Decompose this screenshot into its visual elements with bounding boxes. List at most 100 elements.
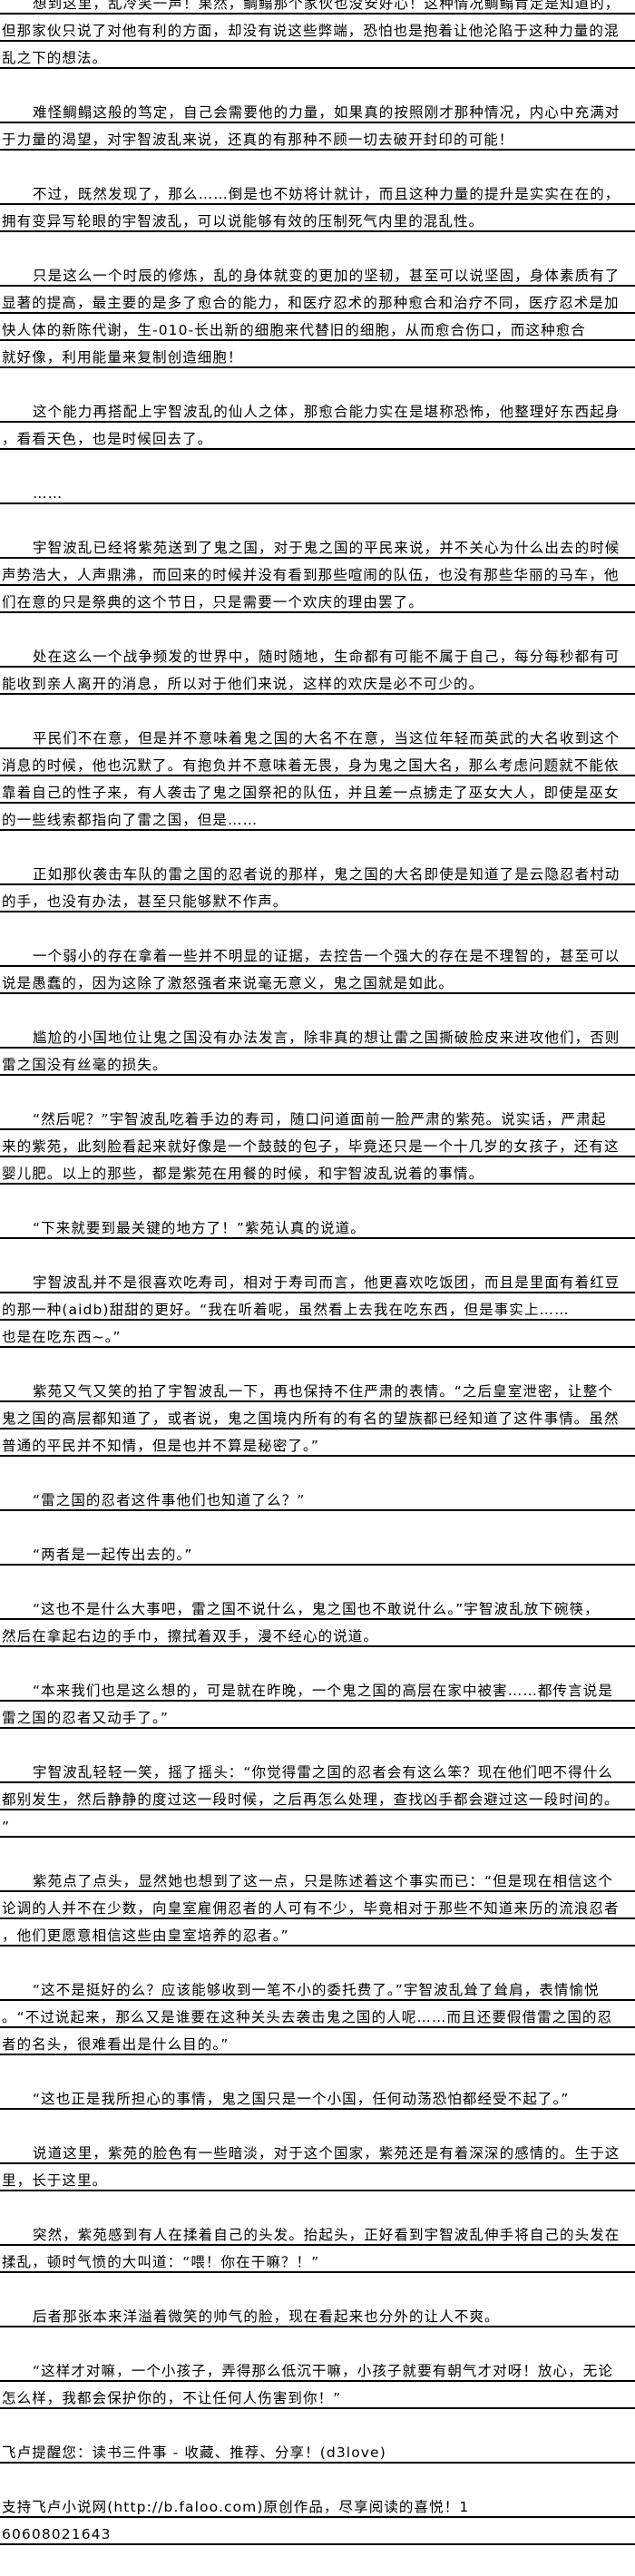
text-line: 靠着自己的性子来，有人袭击了鬼之国祭祀的队伍，并且差一点掳走了巫女大人，即使是巫… <box>2 785 620 801</box>
text-line: 鬼之国的高层都知道了，或者说，鬼之国境内所有的有名的望族都已经知道了这件事情。虽… <box>2 1410 620 1427</box>
text-line: 想到这里，乱冷笑一声！果然，鲷鳎那个家伙也没安好心！这种情况鲷鳎肯定是知道的， <box>33 0 620 12</box>
blank-line <box>0 1239 635 1266</box>
paragraph-line: 于力量的渴望，对宇智波乱来说，还真的有那种不顾一切去破开封印的可能！ <box>0 123 635 151</box>
paragraph-line: 正如那伙袭击车队的雷之国的忍者说的那样，鬼之国的大名即使是知道了是云隐忍者村动 <box>0 858 635 885</box>
text-line: 说是愚蠢的，因为这除了激怒强者来说毫无意义，鬼之国就是如此。 <box>2 975 454 991</box>
text-line: 只是这么一个时辰的修炼，乱的身体就变的更加的坚韧，甚至可以说坚固，身体素质有了 <box>33 268 620 284</box>
paragraph-line: 雷之国的忍者又动手了。” <box>0 1702 635 1729</box>
blank-line <box>0 1647 635 1674</box>
blank-line <box>0 1566 635 1593</box>
blank-line <box>0 831 635 858</box>
text-line: 怎么样，我都会保护你的，不让任何人伤害到你！” <box>2 2390 342 2406</box>
text-line: 尴尬的小国地位让鬼之国没有办法发言，除非真的想让雷之国撕破脸皮来进攻他们，否则 <box>33 1029 620 1046</box>
text-line: 揉乱，顿时气愤的大叫道：“喂！你在干嘛？！” <box>2 2254 320 2270</box>
paragraph-line: 紫苑点了点头，显然她也想到了这一点，只是陈述着这个事实而已：“但是现在相信这个 <box>0 1865 635 1892</box>
paragraph-line: 然后在拿起右边的手巾，擦拭着双手，漫不经心的说道。 <box>0 1620 635 1647</box>
text-line: 雷之国没有丝毫的损失。 <box>2 1057 168 1073</box>
text-line: 然后在拿起右边的手巾，擦拭着双手，漫不经心的说道。 <box>2 1628 379 1644</box>
paragraph-line: 揉乱，顿时气愤的大叫道：“喂！你在干嘛？！” <box>0 2246 635 2273</box>
paragraph-line: 的一些线索都指向了雷之国，但是…… <box>0 804 635 831</box>
paragraph-line: 的手，也没有办法，甚至只能够默不作声。 <box>0 885 635 912</box>
blank-line <box>0 450 635 477</box>
blank-line <box>0 1076 635 1103</box>
paragraph-line: 来的紫苑，此刻脸看起来就好像是一个鼓鼓的包子，毕竟还只是一个十几岁的女孩子，还有… <box>0 1130 635 1157</box>
paragraph-line: 但那家伙只说了对他有利的方面，却没有说这些弊端，恐怕也是抱着让他沦陷于这种力量的… <box>0 15 635 42</box>
paragraph-line: 的那一种(aidb)甜甜的更好。“我在听着呢，虽然看上去我在吃东西，但是事实上…… <box>0 1293 635 1321</box>
paragraph-line: “这不是挺好的么？应该能够收到一笔不小的委托费了。”宇智波乱耸了耸肩，表情愉悦 <box>0 1974 635 2001</box>
blank-line <box>0 2055 635 2083</box>
text-line: 宇智波乱轻轻一笑，摇了摇头：“你觉得雷之国的忍者会有这么笨？现在他们吧不得什么 <box>33 1764 613 1781</box>
blank-line <box>0 69 635 96</box>
footer-support-link: 支持飞卢小说网(http://b.faloo.com)原创作品，尽享阅读的喜悦！… <box>0 2491 635 2518</box>
paragraph-line: 声势浩大，人声鼎沸，而回来的时候并没有看到那些喧闹的队伍，也没有那些华丽的马车，… <box>0 559 635 586</box>
text-line: 这个能力再搭配上宇智波乱的仙人之体，那愈合能力实在是堪称恐怖，他整理好东西起身 <box>33 404 620 420</box>
text-line: 一个弱小的存在拿着一些并不明显的证据，去控告一个强大的存在是不理智的，甚至可以 <box>33 948 620 964</box>
paragraph-line: “这也正是我所担心的事情，鬼之国只是一个小国，任何动荡恐怕都经受不起了。” <box>0 2083 635 2110</box>
text-line: 也是在吃东西~。” <box>2 1329 122 1345</box>
paragraph-line: 鬼之国的高层都知道了，或者说，鬼之国境内所有的有名的望族都已经知道了这件事情。虽… <box>0 1402 635 1429</box>
text-line: 都别发生，然后静静的度过这一段时候，之后再怎么处理，查找凶手都会避过这一段时间的… <box>2 1791 620 1808</box>
paragraph-line: 尴尬的小国地位让鬼之国没有办法发言，除非真的想让雷之国撕破脸皮来进攻他们，否则 <box>0 1021 635 1049</box>
paragraph-line: ” <box>0 1810 635 1838</box>
paragraph-line: 突然，紫苑感到有人在揉着自己的头发。抬起头，正好看到宇智波乱伸手将自己的头发在 <box>0 2219 635 2246</box>
text-line: 支持飞卢小说网(http://b.faloo.com)原创作品，尽享阅读的喜悦！… <box>2 2499 470 2515</box>
text-line: 突然，紫苑感到有人在揉着自己的头发。抬起头，正好看到宇智波乱伸手将自己的头发在 <box>33 2227 620 2243</box>
paragraph-line: 也是在吃东西~。” <box>0 1321 635 1348</box>
blank-line <box>0 1457 635 1484</box>
paragraph-line: ，看看天色，也是时候回去了。 <box>0 423 635 450</box>
paragraph-line: …… <box>0 477 635 504</box>
blank-line <box>0 2110 635 2137</box>
paragraph-line: 显著的提高，最主要的是多了愈合的能力，和医疗忍术的那种愈合和治疗不同，医疗忍术是… <box>0 287 635 314</box>
text-line: 论调的人并不在少数，向皇室雇佣忍者的人可有不少，毕竟相对于那些不知道来历的流浪忍… <box>2 1900 620 1917</box>
paragraph-line: “两者是一起传出去的。” <box>0 1538 635 1566</box>
text-line: 平民们不在意，但是并不意味着鬼之国的大名不在意，当这位年轻而英武的大名收到这个 <box>33 730 620 746</box>
paragraph-line: “这也不是什么大事吧，雷之国不说什么，鬼之国也不敢说什么。”宇智波乱放下碗筷， <box>0 1593 635 1620</box>
text-line: “这也正是我所担心的事情，鬼之国只是一个小国，任何动荡恐怕都经受不起了。” <box>33 2091 570 2107</box>
blank-line <box>0 2327 635 2355</box>
paragraph-line: 处在这么一个战争频发的世界中，随时随地，生命都有可能不属于自己，每分每秒都有可 <box>0 640 635 668</box>
blank-line <box>0 2273 635 2300</box>
paragraph-line: 者的名头，很难看出是什么目的。” <box>0 2028 635 2055</box>
blank-line <box>0 1511 635 1538</box>
text-line: 的那一种(aidb)甜甜的更好。“我在听着呢，虽然看上去我在吃东西，但是事实上…… <box>2 1302 570 1318</box>
paragraph-line: 想到这里，乱冷笑一声！果然，鲷鳎那个家伙也没安好心！这种情况鲷鳎肯定是知道的， <box>0 0 635 15</box>
paragraph-line: 后者那张本来洋溢着微笑的帅气的脸，现在看起来也分外的让人不爽。 <box>0 2300 635 2327</box>
text-line: 。“不过说起来，那么又是谁要在这种关头去袭击鬼之国的人呢……而且还要假借雷之国的… <box>2 2009 613 2025</box>
paragraph-line: 一个弱小的存在拿着一些并不明显的证据，去控告一个强大的存在是不理智的，甚至可以 <box>0 940 635 967</box>
paragraph-line: 乱之下的想法。 <box>0 42 635 69</box>
paragraph-line: 宇智波乱轻轻一笑，摇了摇头：“你觉得雷之国的忍者会有这么笨？现在他们吧不得什么 <box>0 1756 635 1783</box>
paragraph-line: 宇智波乱已经将紫苑送到了鬼之国，对于鬼之国的平民来说，并不关心为什么出去的时候 <box>0 532 635 559</box>
footer-id: 60608021643 <box>0 2518 635 2545</box>
paragraph-line: 说道这里，紫苑的脸色有一些暗淡，对于这个国家，紫苑还是有着深深的感情的。生于这 <box>0 2137 635 2164</box>
text-line: 里，长于这里。 <box>2 2172 108 2189</box>
blank-line <box>0 232 635 259</box>
text-line: 婴儿肥。以上的那些，都是紫苑在用餐的时候，和宇智波乱说着的事情。 <box>2 1166 484 1182</box>
blank-line <box>0 613 635 640</box>
text-line: ，他们更愿意相信这些由皇室培养的忍者。” <box>2 1927 289 1944</box>
paragraph-line: 能收到亲人离开的消息，所以对于他们来说，这样的欢庆是必不可少的。 <box>0 668 635 695</box>
paragraph-line: 里，长于这里。 <box>0 2164 635 2191</box>
text-line: 宇智波乱并不是很喜欢吃寿司，相对于寿司而言，他更喜欢吃饭团，而且是里面有着红豆 <box>33 1274 620 1291</box>
text-line: “这样才对嘛，一个小孩子，弄得那么低沉干嘛，小孩子就要有朝气才对呀！放心，无论 <box>33 2363 613 2379</box>
paragraph-line: 只是这么一个时辰的修炼，乱的身体就变的更加的坚韧，甚至可以说坚固，身体素质有了 <box>0 259 635 287</box>
text-line: ” <box>2 1819 11 1835</box>
paragraph-line: 怎么样，我都会保护你的，不让任何人伤害到你！” <box>0 2382 635 2409</box>
text-line: 快人体的新陈代谢，生-010-长出新的细胞来代替旧的细胞，从而愈合伤口，而这种愈… <box>2 322 586 338</box>
text-line: 但那家伙只说了对他有利的方面，却没有说这些弊端，恐怕也是抱着让他沦陷于这种力量的… <box>2 23 620 39</box>
text-line: “雷之国的忍者这件事他们也知道了么？” <box>33 1492 306 1508</box>
blank-line <box>0 504 635 532</box>
blank-line <box>0 695 635 722</box>
blank-line <box>0 912 635 940</box>
paragraph-line: 普通的平民并不知情，但是也并不算是秘密了。” <box>0 1429 635 1457</box>
paragraph-line: 不过，既然发现了，那么……倒是也不妨将计就计，而且这种力量的提升是实实在在的， <box>0 178 635 205</box>
blank-line <box>0 1729 635 1756</box>
blank-line <box>0 1838 635 1865</box>
text-line: “本来我们也是这么想的，可是就在昨晚，一个鬼之国的高层在家中被害……都传言说是 <box>33 1683 613 1699</box>
paragraph-line: 这个能力再搭配上宇智波乱的仙人之体，那愈合能力实在是堪称恐怖，他整理好东西起身 <box>0 395 635 423</box>
text-line: 乱之下的想法。 <box>2 50 108 66</box>
text-line: 难怪鲷鳎这般的笃定，自己会需要他的力量，如果真的按照刚才那种情况，内心中充满对 <box>33 104 620 121</box>
blank-line <box>0 2409 635 2436</box>
paragraph-line: 靠着自己的性子来，有人袭击了鬼之国祭祀的队伍，并且差一点掳走了巫女大人，即使是巫… <box>0 776 635 804</box>
text-line: 处在这么一个战争频发的世界中，随时随地，生命都有可能不属于自己，每分每秒都有可 <box>33 649 620 665</box>
